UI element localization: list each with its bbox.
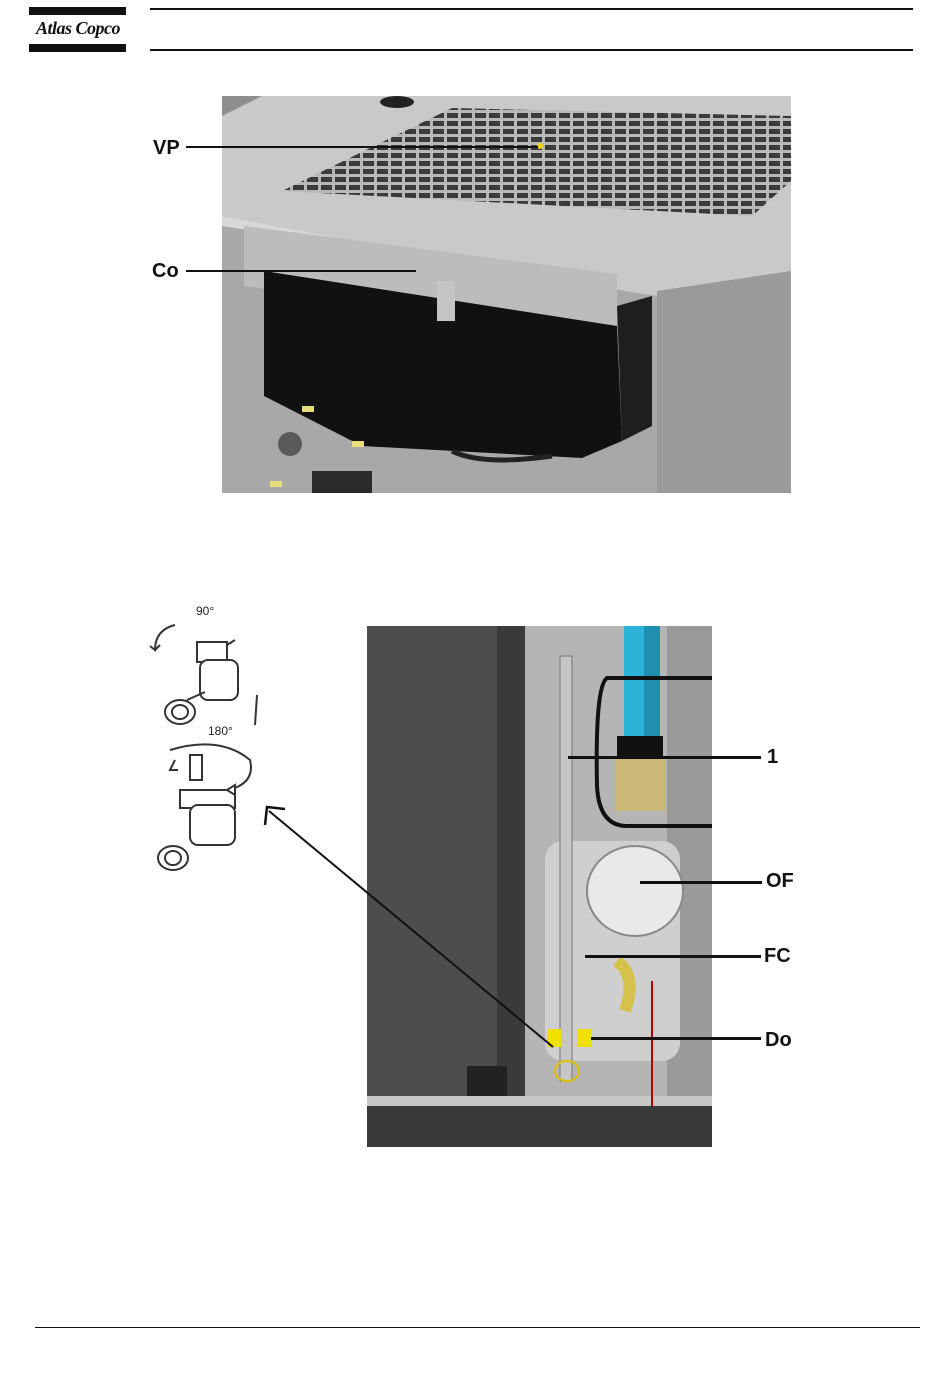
logo-bar-bottom xyxy=(29,44,126,52)
callout-of: OF xyxy=(766,870,794,893)
footer-rule xyxy=(35,1327,920,1328)
leader-line-of xyxy=(640,881,762,884)
callout-co: Co xyxy=(152,260,179,283)
callout-fc: FC xyxy=(764,945,791,968)
callout-vp: VP xyxy=(153,137,180,160)
callout-1: 1 xyxy=(767,746,778,769)
leader-line-1 xyxy=(568,756,761,759)
vp-leader-line xyxy=(186,146,538,148)
logo-bar-top xyxy=(29,7,126,15)
header-rule-bottom xyxy=(150,49,913,51)
valve-angle-90: 90° xyxy=(196,604,214,618)
header-rule-top xyxy=(150,8,913,10)
drain-valve-sketch: 90° 180° xyxy=(145,600,270,880)
brand-name: Atlas Copco xyxy=(26,18,130,39)
callout-do: Do xyxy=(765,1029,792,1052)
dryer-top-illustration xyxy=(222,96,791,493)
pointer-arrow xyxy=(255,795,560,1055)
valve-angle-180: 180° xyxy=(208,724,233,738)
leader-line-fc xyxy=(585,955,761,958)
co-leader-line xyxy=(186,270,416,272)
leader-line-do xyxy=(591,1037,761,1040)
